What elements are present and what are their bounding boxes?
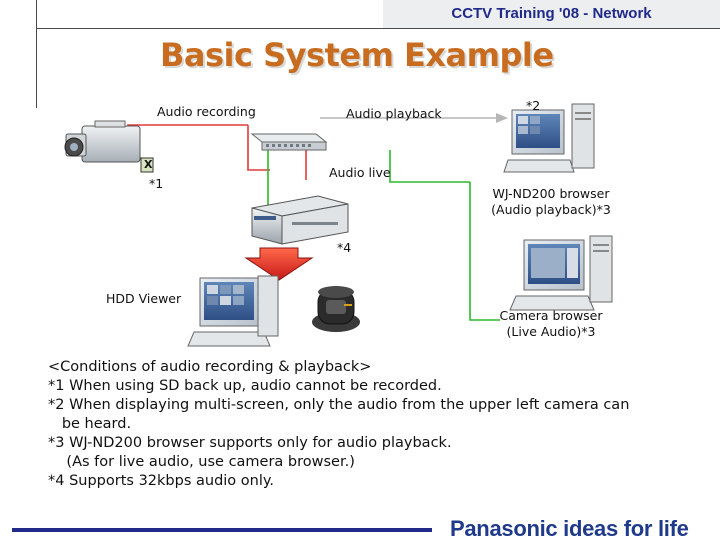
condition-line: *3 WJ-ND200 browser supports only for au…	[48, 435, 452, 451]
audio-playback-label: Audio playback	[346, 106, 442, 121]
note-4-marker: *4	[337, 240, 352, 255]
camera-browser-label: Camera browser (Live Audio)*3	[476, 308, 626, 340]
note-2-marker: *2	[526, 98, 541, 113]
conditions-heading: <Conditions of audio recording & playbac…	[48, 359, 372, 375]
footer-rule	[12, 528, 432, 532]
nd200-browser-label: WJ-ND200 browser (Audio playback)*3	[476, 186, 626, 218]
condition-line: (As for live audio, use camera browser.)	[48, 454, 355, 470]
down-arrow-icon	[244, 247, 314, 281]
hdd-viewer-label: HDD Viewer	[106, 291, 182, 306]
header-divider-horizontal	[36, 28, 720, 29]
camera-browser-line1: Camera browser	[499, 308, 603, 323]
network-camera-icon	[64, 120, 141, 163]
condition-line: *4 Supports 32kbps audio only.	[48, 473, 274, 489]
disk-recorder-icon	[251, 195, 349, 245]
slide-title: Basic System Example	[160, 36, 554, 74]
panasonic-logo: Panasonic ideas for life	[450, 516, 689, 542]
sd-backup-x-label: X	[144, 158, 153, 171]
condition-line: be heard.	[48, 416, 132, 432]
conditions-notes: <Conditions of audio recording & playbac…	[48, 358, 698, 491]
nd200-browser-line1: WJ-ND200 browser	[492, 186, 610, 201]
condition-line: *2 When displaying multi-screen, only th…	[48, 397, 630, 413]
pc-browser-icon	[503, 103, 595, 173]
recording-line	[127, 124, 307, 180]
brand-tagline: ideas for life	[563, 516, 689, 541]
nd200-browser-line2: (Audio playback)*3	[491, 202, 611, 217]
network-switch-icon	[250, 133, 328, 151]
note-1-marker: *1	[149, 176, 164, 191]
camera-browser-line2: (Live Audio)*3	[506, 324, 596, 339]
sd-backup-x-icon	[140, 157, 154, 173]
brand-name: Panasonic	[450, 516, 558, 541]
pc-hdd-viewer-icon	[187, 275, 279, 347]
audio-live-label: Audio live	[329, 165, 391, 180]
hdd-cradle-icon	[312, 286, 360, 332]
header-bar	[383, 0, 720, 28]
header-divider-vertical	[36, 0, 37, 108]
header-title: CCTV Training '08 - Network	[451, 5, 652, 22]
pc-camera-browser-icon	[509, 235, 613, 311]
condition-line: *1 When using SD back up, audio cannot b…	[48, 378, 442, 394]
audio-recording-label: Audio recording	[157, 104, 256, 119]
playback-line	[320, 113, 508, 123]
